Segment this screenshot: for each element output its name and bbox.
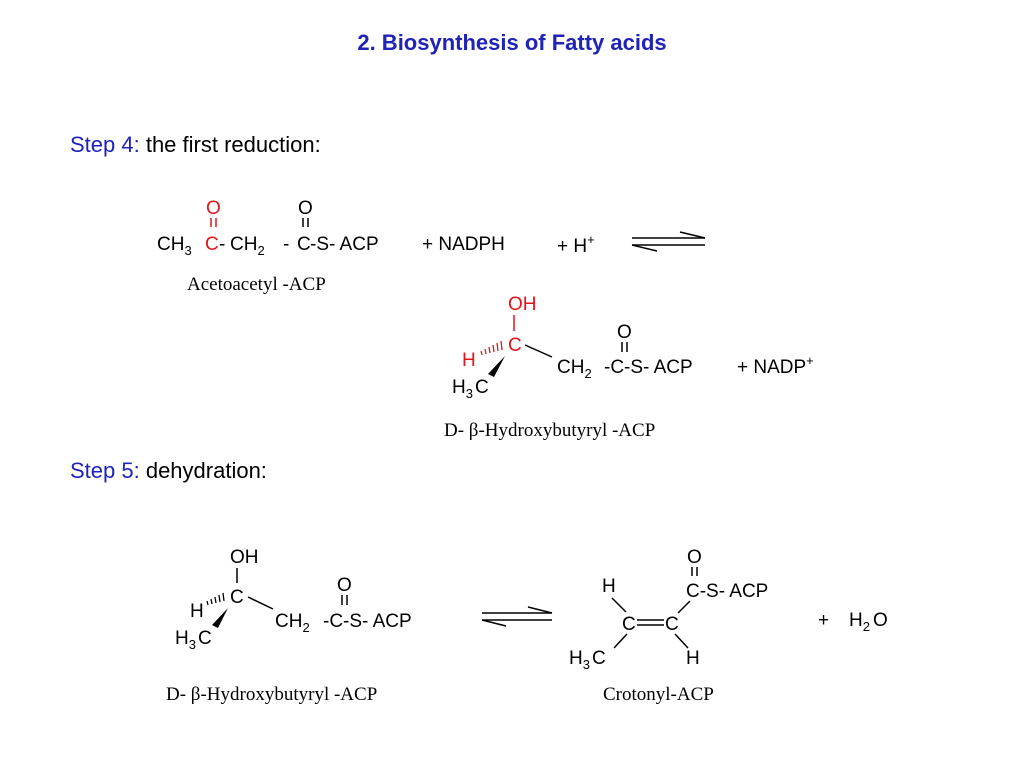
hydroxyl-label: OH [230,547,259,568]
acetoacetyl-acp-name: Acetoacetyl -ACP [187,274,326,295]
thioester-oxygen-label: O [298,198,313,219]
carbon-chain-bond [247,596,274,610]
acetoacetyl-acp-structure: O O CH3 C - CH2 - C -S- ACP Acetoacetyl … [157,198,379,295]
nadph-label: + NADPH [422,234,505,255]
ketone-oxygen-label: O [206,198,221,219]
carbonyl-carbon-label: C [205,234,219,255]
step-5-heading: Step 5: dehydration: [70,458,267,484]
equilibrium-arrows-2 [481,606,553,627]
crotonyl-acp-name: Crotonyl-ACP [603,684,714,705]
c2-to-h-bond [674,633,689,649]
step-5-label: Step 5: [70,458,140,483]
hydroxybutyryl-acp-name: D- β-Hydroxybutyryl -ACP [444,420,655,441]
thioester-oxygen-label: O [337,575,352,596]
ch3-label: CH3 [157,234,192,258]
thioester-carbon-label: C [297,234,311,255]
hashed-wedge-bond [206,592,225,606]
ch2-label: CH2 [557,357,592,381]
solid-wedge-bond [212,608,228,628]
step-4-text: the first reduction: [139,132,321,157]
vinyl-hydrogen-bottom-label: H [686,648,700,669]
plus-label: + [818,610,829,631]
dash-label: - [219,234,225,255]
s-acp-label: -S- ACP [310,234,379,255]
solid-wedge-bond [488,356,505,377]
thioester-acp-label: -C-S- ACP [323,611,412,632]
step-4-heading: Step 4: the first reduction: [70,132,321,158]
equilibrium-arrows-1 [631,231,706,252]
hydrogen-label: H [190,601,204,622]
c2-to-thioester-bond [677,600,691,614]
chiral-carbon-label: C [230,587,244,608]
step-5-text: dehydration: [139,458,267,483]
vinyl-hydrogen-top-label: H [602,576,616,597]
hashed-wedge-bond [480,340,503,356]
dash-label-2: - [283,234,289,255]
ch2-label: CH2 [230,234,265,258]
alkene-carbon-1-label: C [622,614,636,635]
h-to-c1-bond [611,597,627,613]
thioester-acp-label: C-S- ACP [686,581,768,602]
thioester-oxygen-label: O [617,322,632,343]
ch2-label: CH2 [275,611,310,635]
thioester-acp-label: -C-S- ACP [604,357,693,378]
hydrogen-label: H [462,350,476,371]
hydroxyl-label: OH [508,294,537,315]
page-title: 2. Biosynthesis of Fatty acids [357,30,667,55]
nadp-label: + NADP+ [737,353,814,378]
thioester-oxygen-label: O [687,547,702,568]
carbon-chain-bond [524,344,553,358]
c1-to-methyl-bond [613,633,628,649]
chiral-carbon-label: C [508,335,522,356]
alkene-carbon-2-label: C [665,614,679,635]
step-4-label: Step 4: [70,132,140,157]
proton-label: + H+ [557,232,595,257]
hydroxybutyryl-acp-name: D- β-Hydroxybutyryl -ACP [166,684,377,705]
